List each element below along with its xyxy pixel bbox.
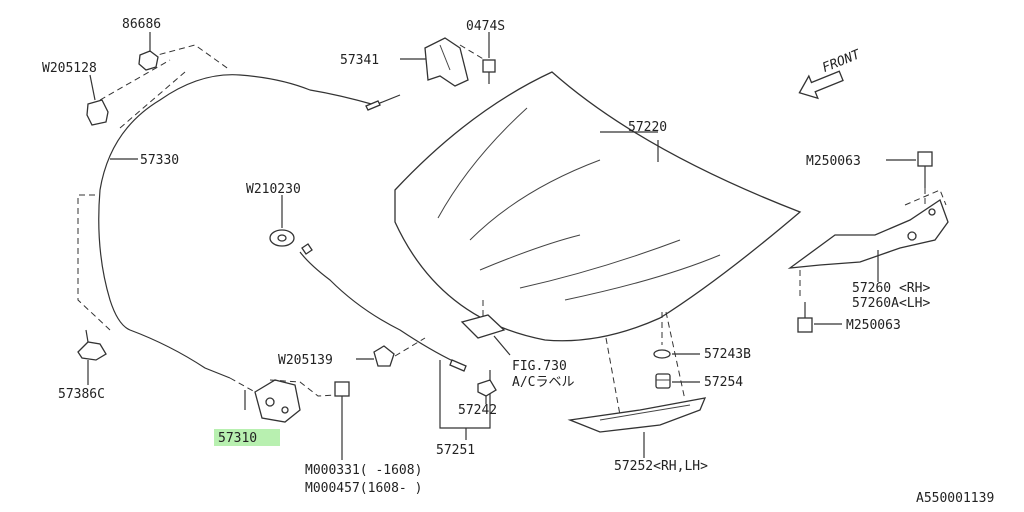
clip-w205139[interactable] (373, 345, 395, 367)
label-57386c: 57386C (58, 387, 105, 402)
bolt-m250063-bottom[interactable] (797, 302, 813, 333)
label-fig730: FIG.730 (512, 359, 567, 374)
clip-86686[interactable] (138, 50, 159, 71)
bolt-m000331[interactable] (334, 381, 350, 460)
label-m000457: M000457(1608- ) (305, 481, 422, 496)
label-57251: 57251 (436, 443, 475, 458)
label-57260a-lh: 57260A<LH> (852, 296, 930, 311)
label-57254: 57254 (704, 375, 743, 390)
clip-57242[interactable] (477, 379, 497, 404)
bolt-m250063-top[interactable] (917, 151, 933, 188)
label-57252: 57252<RH,LH> (614, 459, 708, 474)
label-m000331: M000331( -1608) (305, 463, 422, 478)
label-57243b: 57243B (704, 347, 751, 362)
hood-hinge-57260[interactable] (787, 199, 949, 269)
clip-57386c[interactable] (77, 329, 107, 361)
hood-striker-57341[interactable] (424, 37, 469, 87)
front-arrow-icon (798, 70, 844, 100)
label-m250063-bottom: M250063 (846, 318, 901, 333)
ac-label-fig730[interactable] (460, 314, 506, 339)
clip-w205128[interactable] (86, 99, 109, 126)
diagram-id: A550001139 (916, 491, 994, 506)
stopper-57254[interactable] (655, 373, 671, 389)
label-ac-label: A/Cラベル (512, 375, 574, 390)
label-57310: 57310 (218, 431, 257, 446)
grommet-w210230[interactable] (269, 229, 295, 247)
hood-lock-57310[interactable] (254, 379, 301, 423)
lock-cable-57251[interactable] (299, 251, 456, 363)
label-86686: 86686 (122, 17, 161, 32)
label-w205139: W205139 (278, 353, 333, 368)
label-57330: 57330 (140, 153, 179, 168)
label-57220: 57220 (628, 120, 667, 135)
label-57242: 57242 (458, 403, 497, 418)
hood-release-cable[interactable] (98, 74, 376, 379)
cushion-57243b[interactable] (653, 349, 671, 359)
highlight-57310 (214, 429, 280, 446)
hood-panel[interactable] (394, 71, 802, 342)
label-0474s: 0474S (466, 19, 505, 34)
label-w210230: W210230 (246, 182, 301, 197)
label-m250063-top: M250063 (806, 154, 861, 169)
bolt-0474s[interactable] (482, 59, 496, 84)
label-57341: 57341 (340, 53, 379, 68)
insulator-57252[interactable] (567, 397, 707, 433)
front-label: FRONT (820, 47, 863, 76)
label-57260-rh: 57260 <RH> (852, 281, 930, 296)
label-w205128: W205128 (42, 61, 97, 76)
